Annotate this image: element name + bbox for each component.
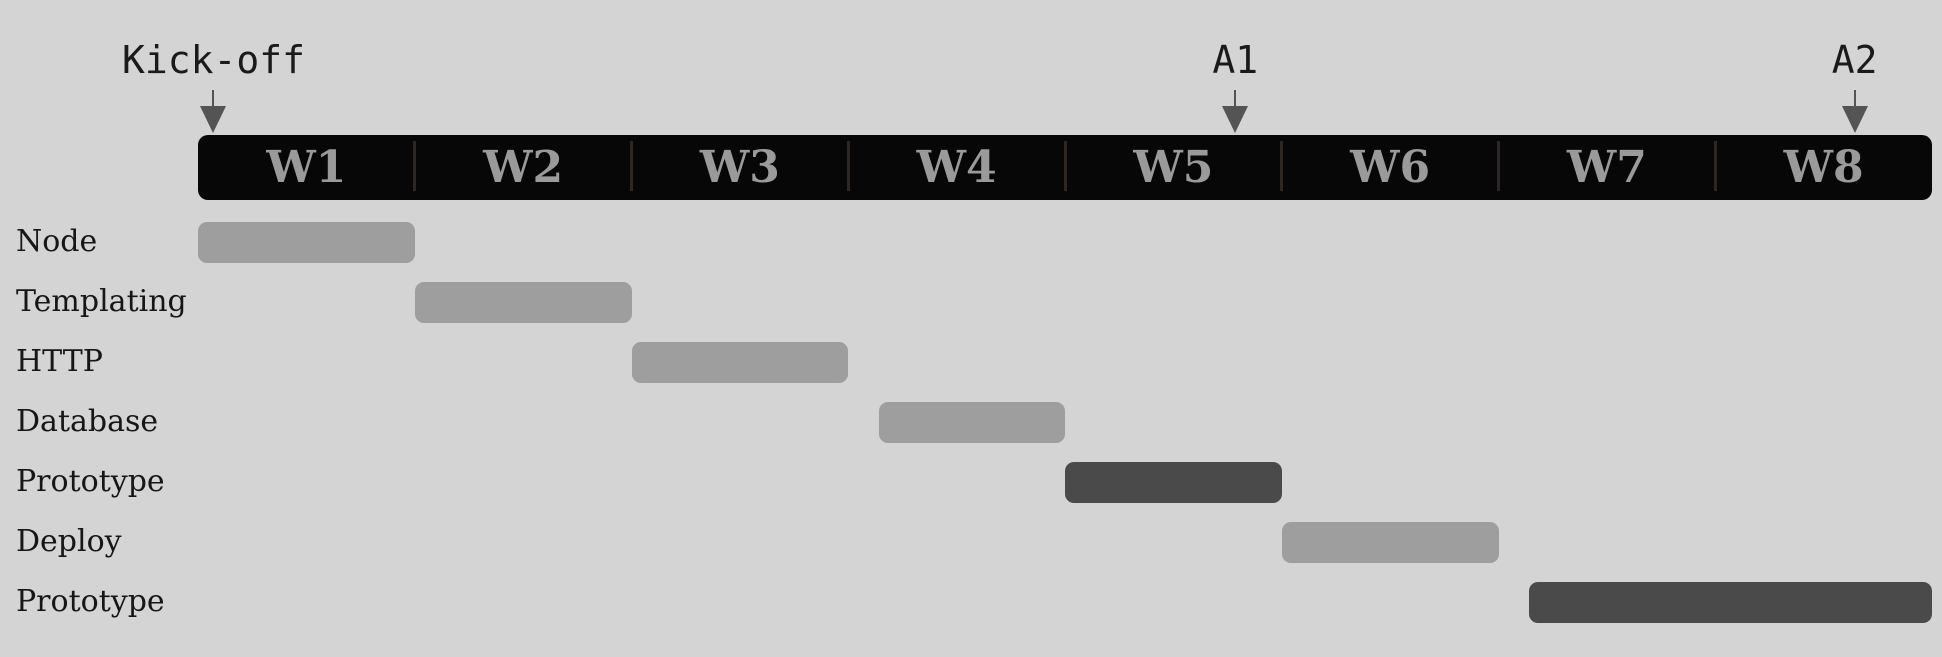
week-label: W4 (916, 141, 997, 193)
task-bar-templating (414, 281, 632, 323)
timeline-header: W1 W2 W3 W4 W5 W6 W7 W8 (198, 135, 1932, 200)
week-label: W2 (483, 141, 564, 193)
week-cell-w5: W5 (1065, 135, 1282, 200)
week-label: W5 (1133, 141, 1214, 193)
week-cell-w2: W2 (415, 135, 632, 200)
milestone-label-a2: A2 (1831, 38, 1878, 82)
task-bar-prototype (1065, 461, 1282, 503)
week-cell-w4: W4 (848, 135, 1065, 200)
task-label-database: Database (16, 404, 159, 439)
milestone-arrow-stem (1853, 90, 1856, 108)
week-divider (1497, 141, 1500, 191)
week-cell-w6: W6 (1282, 135, 1499, 200)
milestone-arrow-down-icon (1222, 106, 1249, 133)
week-cell-w3: W3 (632, 135, 849, 200)
week-label: W1 (266, 141, 347, 193)
week-divider (413, 141, 417, 191)
week-divider (1713, 141, 1717, 191)
milestone-label-kick-off: Kick-off (121, 38, 305, 82)
task-bar-deploy (1281, 521, 1499, 563)
task-bar-node (198, 221, 415, 263)
week-label: W3 (699, 141, 780, 193)
week-label: W6 (1350, 141, 1431, 193)
milestone-arrow-down-icon (200, 106, 227, 133)
week-divider (630, 141, 633, 191)
task-bar-http (631, 341, 849, 383)
week-label: W7 (1566, 141, 1647, 193)
week-cell-w8: W8 (1715, 135, 1932, 200)
milestone-label-a1: A1 (1212, 38, 1259, 82)
task-label-prototype: Prototype (16, 464, 165, 499)
milestone-arrow-down-icon (1841, 106, 1868, 133)
milestone-arrow-stem (212, 90, 215, 108)
task-label-prototype: Prototype (16, 584, 165, 619)
week-divider (1063, 141, 1067, 191)
task-label-node: Node (16, 224, 98, 259)
task-bar-database (879, 401, 1065, 443)
task-bar-prototype (1529, 581, 1932, 623)
week-divider (846, 141, 850, 191)
week-cell-w1: W1 (198, 135, 415, 200)
week-cell-w7: W7 (1499, 135, 1716, 200)
week-divider (1280, 141, 1284, 191)
week-label: W8 (1783, 141, 1864, 193)
task-label-http: HTTP (16, 344, 103, 379)
milestone-arrow-stem (1234, 90, 1237, 108)
task-label-deploy: Deploy (16, 524, 122, 559)
task-label-templating: Templating (16, 284, 187, 319)
